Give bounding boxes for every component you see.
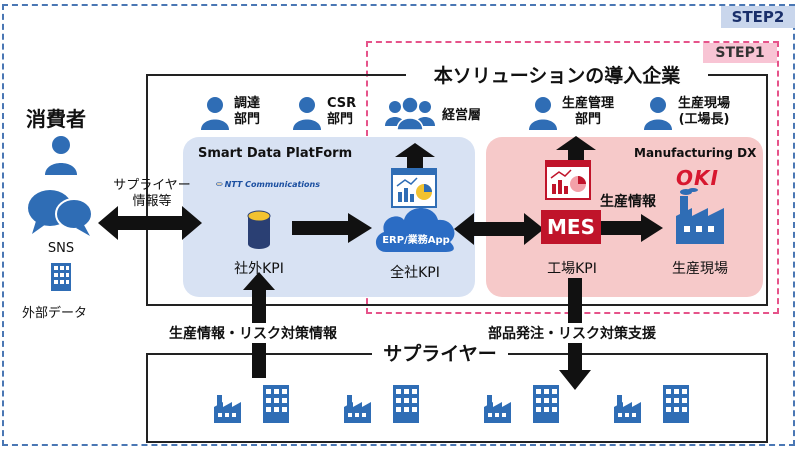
external-kpi-label: 社外KPI xyxy=(234,261,284,277)
mes-up-arrow xyxy=(556,136,596,164)
supplier-info-label: サプライヤー 情報等 xyxy=(113,178,191,209)
production-mgmt-label: 生産管理 部門 xyxy=(562,96,615,127)
oki-logo: OKI xyxy=(676,166,719,190)
supplier-factory-icon xyxy=(484,395,511,423)
sdp-to-erp-arrow xyxy=(292,213,372,243)
supplier-building-icon xyxy=(393,385,419,423)
csr-person-icon xyxy=(293,97,321,130)
management-group-icon xyxy=(385,96,435,130)
erp-up-arrow xyxy=(395,143,435,171)
supplier-title: サプライヤー xyxy=(372,342,508,366)
external-data-label: 外部データ xyxy=(22,306,88,321)
company-kpi-label: 全社KPI xyxy=(390,265,440,281)
factory-kpi-label: 工場KPI xyxy=(547,261,597,277)
factory-site-label: 生産現場 (工場長) xyxy=(678,96,731,127)
supplier-building-icon xyxy=(533,385,559,423)
mes-to-site-arrow xyxy=(601,214,663,242)
erp-dashboard-icon xyxy=(391,168,437,208)
supplier-building-icon xyxy=(663,385,689,423)
production-risk-info-label: 生産情報・リスク対策情報 xyxy=(167,323,339,343)
supplier-factory-icon xyxy=(214,395,241,423)
production-site-label: 生産現場 xyxy=(672,261,728,277)
procurement-person-icon xyxy=(201,97,229,130)
step2-label: STEP2 xyxy=(721,6,795,28)
supplier-factory-icon xyxy=(344,395,371,423)
mes-badge: MES xyxy=(541,210,601,244)
csr-dept-label: CSR 部門 xyxy=(327,96,357,127)
erp-badge-label: ERP/業務App xyxy=(382,235,450,246)
production-mgmt-person-icon xyxy=(529,97,557,130)
sns-label: SNS xyxy=(47,241,75,256)
order-risk-support-label: 部品発注・リスク対策支援 xyxy=(486,323,658,343)
supplier-factory-icon xyxy=(614,395,641,423)
company-title: 本ソリューションの導入企業 xyxy=(406,64,708,88)
ntt-logo-text: NTT Communications xyxy=(224,179,320,189)
sns-chat-icon xyxy=(28,190,93,236)
procurement-dept-label: 調達 部門 xyxy=(234,96,261,127)
consumer-person-icon xyxy=(45,136,77,175)
ntt-logo-mark-icon xyxy=(216,182,223,186)
factory-site-person-icon xyxy=(644,97,672,130)
step2-region xyxy=(2,4,795,446)
step1-label: STEP1 xyxy=(703,43,777,63)
consumer-title: 消費者 xyxy=(26,107,86,131)
external-data-building-icon xyxy=(51,263,71,291)
management-label: 経営層 xyxy=(442,108,482,123)
database-cylinder-icon xyxy=(247,210,271,249)
factory-site-icon xyxy=(676,188,724,244)
production-info-label: 生産情報 xyxy=(600,194,656,210)
erp-cloud-icon xyxy=(375,208,455,252)
erp-mes-double-arrow xyxy=(454,213,544,245)
mes-dashboard-icon xyxy=(545,160,591,200)
sdp-title: Smart Data PlatForm xyxy=(198,146,353,161)
supplier-building-icon xyxy=(263,385,289,423)
consumer-sdp-double-arrow xyxy=(98,206,202,240)
mdx-title: Manufacturing DX xyxy=(634,146,757,160)
ntt-logo: NTT Communications xyxy=(216,176,320,192)
